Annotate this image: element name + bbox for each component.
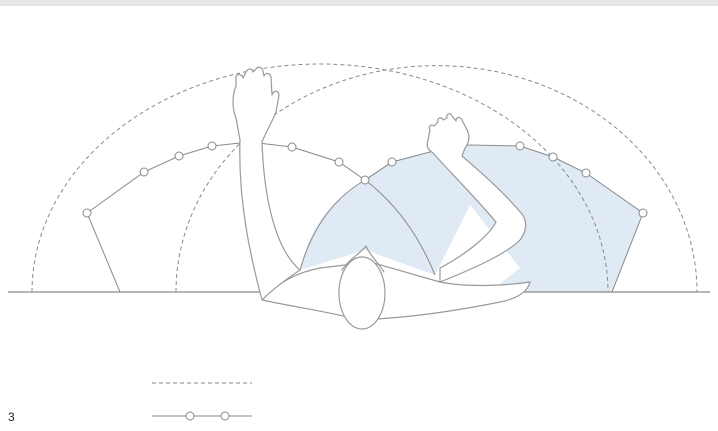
reach-marker — [288, 143, 296, 151]
reach-marker — [208, 142, 216, 150]
reach-line-legend-icon — [152, 412, 252, 420]
reach-marker — [361, 176, 369, 184]
reach-marker — [175, 152, 183, 160]
reach-marker — [639, 209, 647, 217]
reach-marker — [335, 158, 343, 166]
reach-marker — [388, 158, 396, 166]
reach-marker — [549, 153, 557, 161]
reach-marker — [140, 168, 148, 176]
reach-marker — [582, 169, 590, 177]
torso-outline — [262, 262, 530, 320]
reach-marker — [83, 209, 91, 217]
figure-number: 3 — [8, 410, 15, 424]
head — [339, 257, 385, 329]
left-arm — [233, 67, 300, 300]
reach-marker — [516, 142, 524, 150]
